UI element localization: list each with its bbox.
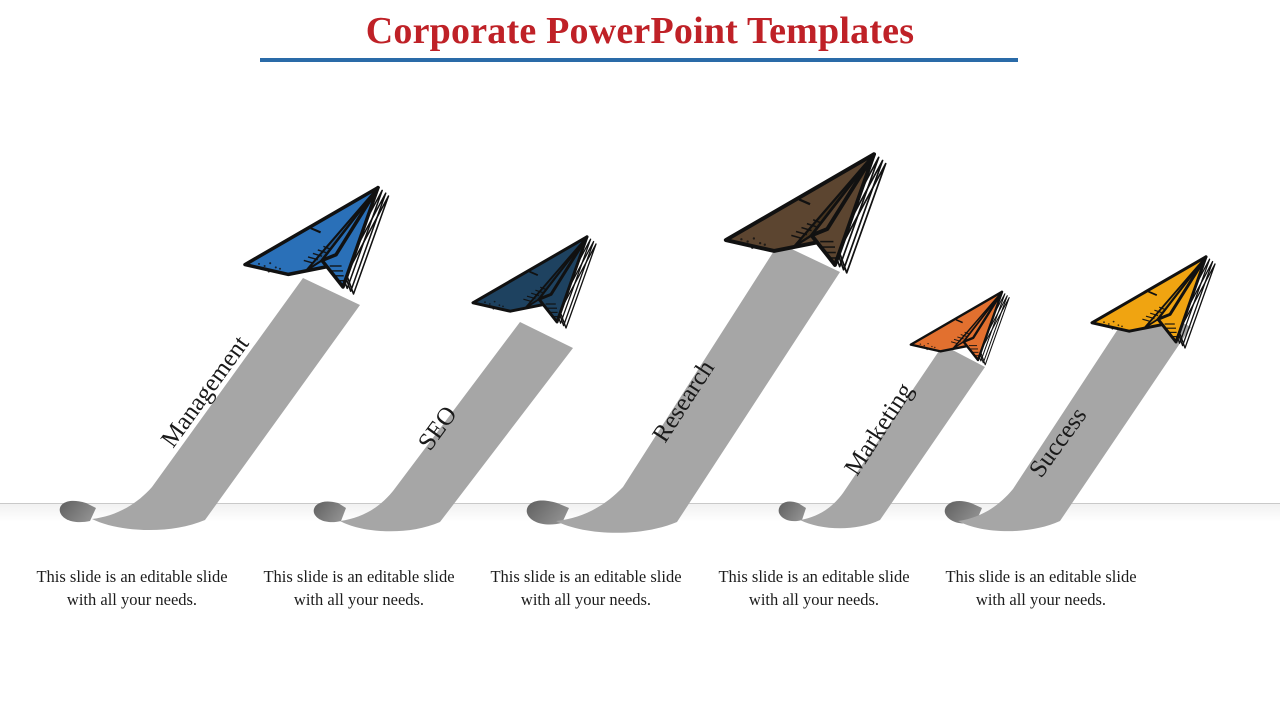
- trail-group: [59, 243, 1191, 533]
- paper-plane-seo: [471, 235, 597, 329]
- trail-success: [944, 300, 1191, 532]
- title-underline-rule: [260, 58, 1018, 62]
- trail-research: [526, 243, 840, 533]
- caption-success: This slide is an editable slide with all…: [945, 567, 1137, 610]
- trail-management: [59, 278, 360, 531]
- trail-seo: [313, 322, 573, 532]
- caption-seo: This slide is an editable slide with all…: [263, 567, 455, 610]
- trail-marketing: [778, 345, 985, 529]
- caption-research: This slide is an editable slide with all…: [490, 567, 682, 610]
- paper-plane-research: [723, 152, 887, 274]
- paper-plane-success: [1090, 255, 1216, 349]
- title-block: Corporate PowerPoint Templates: [0, 0, 1280, 50]
- page-title: Corporate PowerPoint Templates: [365, 10, 915, 52]
- paper-plane-management: [243, 185, 390, 295]
- paper-plane-marketing: [909, 290, 1010, 366]
- caption-marketing: This slide is an editable slide with all…: [718, 567, 910, 610]
- caption-management: This slide is an editable slide with all…: [36, 567, 228, 610]
- caption-row: This slide is an editable slide with all…: [0, 565, 1280, 625]
